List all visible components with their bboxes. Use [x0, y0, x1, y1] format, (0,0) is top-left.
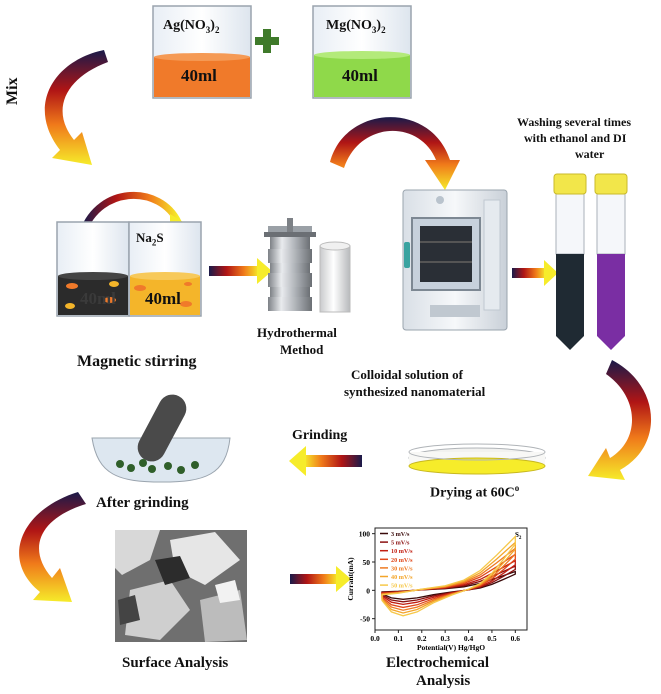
- surface-analysis-caption: Surface Analysis: [122, 655, 229, 671]
- y-tick-label: -50: [360, 615, 370, 624]
- grinding-arrow: [289, 446, 362, 476]
- x-tick-label: 0.3: [440, 634, 450, 643]
- x-tick-label: 0.0: [370, 634, 380, 643]
- washing-line2: with ethanol and DI: [524, 131, 627, 145]
- sem-image: [115, 530, 247, 642]
- x-tick-label: 0.1: [394, 634, 404, 643]
- x-tick-label: 0.5: [487, 634, 497, 643]
- ag-volume: 40ml: [181, 66, 217, 85]
- arrow-to-chart: [290, 566, 351, 592]
- y-tick-label: 0: [366, 586, 370, 595]
- ag-solution: [154, 57, 250, 97]
- washing-line3: water: [575, 147, 605, 161]
- stirring-beakers: [56, 191, 202, 317]
- x-tick-label: 0.2: [417, 634, 427, 643]
- legend-entry: 5 mV/s: [391, 540, 410, 547]
- legend-entry: 3 mV/s: [391, 531, 410, 538]
- legend-entry: 40 mV/s: [391, 574, 413, 581]
- arrow-to-sem: [19, 492, 86, 602]
- oven-icon: [402, 189, 508, 331]
- mix-arrow: [44, 50, 108, 165]
- arrow-to-hydrothermal: [209, 258, 272, 284]
- legend-entry: 20 mV/s: [391, 557, 413, 564]
- electrochemical-line1: Electrochemical: [386, 655, 490, 671]
- drying-label: Drying at 60Co: [430, 483, 520, 501]
- x-axis-label: Potential(V) Hg/HgO: [417, 643, 485, 652]
- grinding-label: Grinding: [292, 428, 348, 443]
- colloidal-line2: synthesized nanomaterial: [344, 384, 486, 399]
- mg-nitrate-label: Mg(NO3)2: [326, 18, 386, 35]
- ag-nitrate-beaker: [152, 5, 252, 99]
- mortar-pestle-icon: [91, 394, 231, 483]
- cv-chart: 100 50 0 -50 0.0 0.1 0.2 0.3 0.4 0.5 0.6Potential(…: [346, 527, 528, 652]
- y-tick-label: 50: [363, 558, 371, 567]
- x-tick-label: 0.6: [511, 634, 521, 643]
- mg-volume: 40ml: [342, 66, 378, 85]
- colloidal-line1: Colloidal solution of: [351, 367, 463, 382]
- legend-entry: 10 mV/s: [391, 548, 413, 555]
- arrow-to-oven: [330, 117, 460, 190]
- panel-label: S2: [515, 531, 522, 541]
- arrow-to-drying: [588, 360, 652, 480]
- x-tick-label: 0.4: [464, 634, 474, 643]
- ag-nitrate-label: Ag(NO3)2: [163, 18, 220, 35]
- washing-line1: Washing several times: [517, 115, 631, 129]
- mg-solution: [314, 55, 410, 97]
- na2s-label: Na2S: [136, 230, 164, 248]
- cv-curve: [381, 534, 516, 617]
- stir-left-volume: 40ml: [80, 289, 116, 308]
- mg-nitrate-beaker: [312, 5, 412, 99]
- after-grinding-caption: After grinding: [96, 495, 189, 511]
- legend-entry: 30 mV/s: [391, 565, 413, 572]
- legend-entry: 50 mV/s: [391, 583, 413, 590]
- hydrothermal-line1: Hydrothermal: [257, 325, 337, 340]
- test-tube-purple: [594, 173, 628, 350]
- arrow-to-tubes: [512, 260, 558, 286]
- electrochemical-line2: Analysis: [416, 673, 471, 689]
- y-axis-label: Currant(mA): [346, 557, 355, 601]
- test-tube-dark: [553, 173, 587, 350]
- chart-frame: [374, 527, 528, 631]
- y-tick-label: 100: [359, 530, 371, 539]
- plus-icon: [255, 29, 279, 53]
- magnetic-stirring-caption: Magnetic stirring: [77, 353, 197, 370]
- hydrothermal-line2: Method: [280, 342, 324, 357]
- petri-dish-icon: [408, 443, 546, 475]
- stir-right-volume: 40ml: [145, 289, 181, 308]
- mix-label: Mix: [4, 77, 21, 105]
- autoclave-icon: [264, 218, 351, 313]
